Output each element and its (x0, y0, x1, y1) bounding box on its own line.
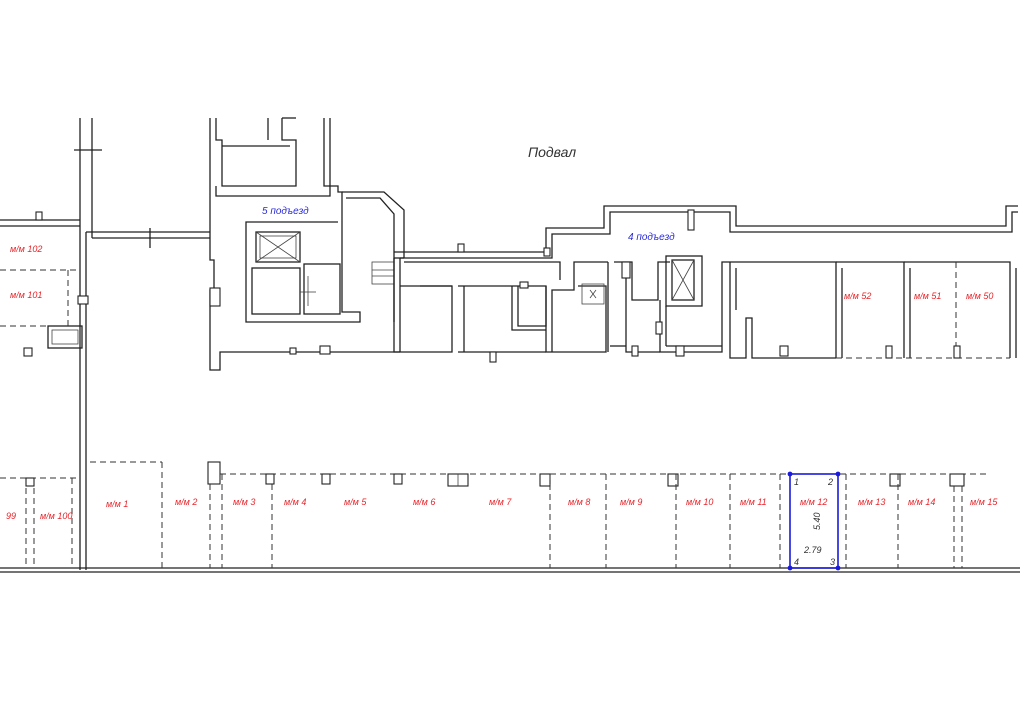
spot-label: м/м 14 (908, 497, 935, 507)
spot-label: м/м 5 (344, 497, 367, 507)
spot-label: м/м 100 (40, 511, 72, 521)
spot-label: м/м 15 (970, 497, 998, 507)
spot-label: м/м 6 (413, 497, 435, 507)
spot-label: м/м 1 (106, 499, 128, 509)
spot-label: м/м 52 (844, 291, 871, 301)
spot-label: м/м 13 (858, 497, 885, 507)
spot-label: м/м 8 (568, 497, 590, 507)
spot-label: м/м 2 (175, 497, 197, 507)
walls (0, 117, 1018, 570)
corner-number: 2 (827, 477, 833, 487)
spot-label: м/м 51 (914, 291, 941, 301)
spot-label[interactable]: м/м 12 (800, 497, 827, 507)
spot-label: м/м 9 (620, 497, 642, 507)
spot-label: м/м 7 (489, 497, 512, 507)
spot-label: м/м 102 (10, 244, 42, 254)
selected-spot-outline[interactable] (787, 471, 841, 571)
corner-number: 4 (794, 557, 799, 567)
dimension-length: 5.40 (812, 512, 822, 530)
dimension-width: 2.79 (803, 545, 822, 555)
entrance-label: 5 подъезд (262, 206, 309, 217)
spot-label: м/м 11 (740, 497, 767, 507)
corner-number: 3 (830, 557, 835, 567)
spot-label: м/м 50 (966, 291, 993, 301)
spot-label: м/м 3 (233, 497, 255, 507)
spot-label: 99 (6, 511, 16, 521)
spot-label: м/м 4 (284, 497, 306, 507)
floor-title: Подвал (528, 144, 576, 160)
corner-number: 1 (794, 477, 799, 487)
spot-label: м/м 10 (686, 497, 713, 507)
spot-label: м/м 101 (10, 290, 42, 300)
entrance-label: 4 подъезд (628, 232, 675, 243)
parking-row (0, 461, 1020, 573)
